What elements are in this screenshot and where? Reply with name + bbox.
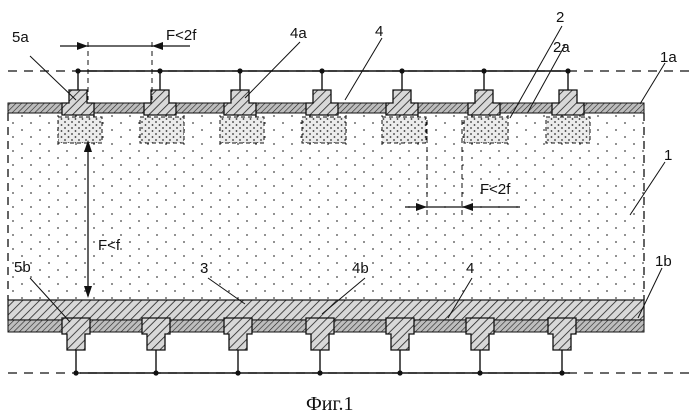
diffusion-region bbox=[382, 117, 426, 143]
bottom-junction-dot bbox=[235, 370, 240, 375]
thickness-label: F<f bbox=[98, 237, 121, 254]
top-junction-dot bbox=[237, 68, 242, 73]
label-1: 1 bbox=[664, 147, 672, 164]
label-1a: 1a bbox=[660, 49, 677, 66]
top-contact bbox=[144, 90, 176, 115]
bottom-contact bbox=[224, 318, 252, 350]
top-junction-dot bbox=[399, 68, 404, 73]
bottom-junction-dot bbox=[559, 370, 564, 375]
leader-1a bbox=[640, 63, 665, 104]
bottom-junction-dot bbox=[153, 370, 158, 375]
label-4a: 4a bbox=[290, 25, 307, 42]
top-spacing-label: F<2f bbox=[166, 27, 197, 44]
label-3: 3 bbox=[200, 260, 208, 277]
top-junction-dot bbox=[481, 68, 486, 73]
bottom-junction-dot bbox=[477, 370, 482, 375]
bottom-junction-dot bbox=[73, 370, 78, 375]
top-contact bbox=[306, 90, 338, 115]
region-spacing-label: F<2f bbox=[480, 181, 511, 198]
bottom-contact bbox=[386, 318, 414, 350]
label-2: 2 bbox=[556, 9, 564, 26]
top-junction-dot bbox=[319, 68, 324, 73]
label-4-top: 4 bbox=[375, 23, 383, 40]
figure-caption: Фиг.1 bbox=[306, 393, 353, 415]
label-4-bottom: 4 bbox=[466, 260, 474, 277]
top-contact bbox=[552, 90, 584, 115]
bottom-contact bbox=[466, 318, 494, 350]
top-spacing-arrow-b bbox=[152, 42, 163, 50]
bottom-contact bbox=[306, 318, 334, 350]
diffusion-region bbox=[546, 117, 590, 143]
diffusion-region bbox=[220, 117, 264, 143]
leader-4a bbox=[245, 42, 300, 98]
diffusion-region bbox=[58, 117, 102, 143]
label-5b: 5b bbox=[14, 259, 31, 276]
bottom-junction-dot bbox=[397, 370, 402, 375]
label-1b: 1b bbox=[655, 253, 672, 270]
label-5a: 5a bbox=[12, 29, 29, 46]
bottom-contact bbox=[548, 318, 576, 350]
diffusion-region bbox=[302, 117, 346, 143]
top-contact bbox=[224, 90, 256, 115]
bottom-contact bbox=[62, 318, 90, 350]
leader-4-top bbox=[345, 38, 382, 100]
top-contact bbox=[386, 90, 418, 115]
top-spacing-arrow-a bbox=[77, 42, 88, 50]
top-contact bbox=[468, 90, 500, 115]
bottom-contact bbox=[142, 318, 170, 350]
top-contact bbox=[62, 90, 94, 115]
top-junction-dot bbox=[565, 68, 570, 73]
label-2a: 2a bbox=[553, 39, 570, 56]
diffusion-region bbox=[140, 117, 184, 143]
leader-5a bbox=[30, 56, 76, 100]
bottom-junction-dot bbox=[317, 370, 322, 375]
diffusion-region bbox=[464, 117, 508, 143]
top-junction-dot bbox=[75, 68, 80, 73]
label-4b: 4b bbox=[352, 260, 369, 277]
top-junction-dot bbox=[157, 68, 162, 73]
